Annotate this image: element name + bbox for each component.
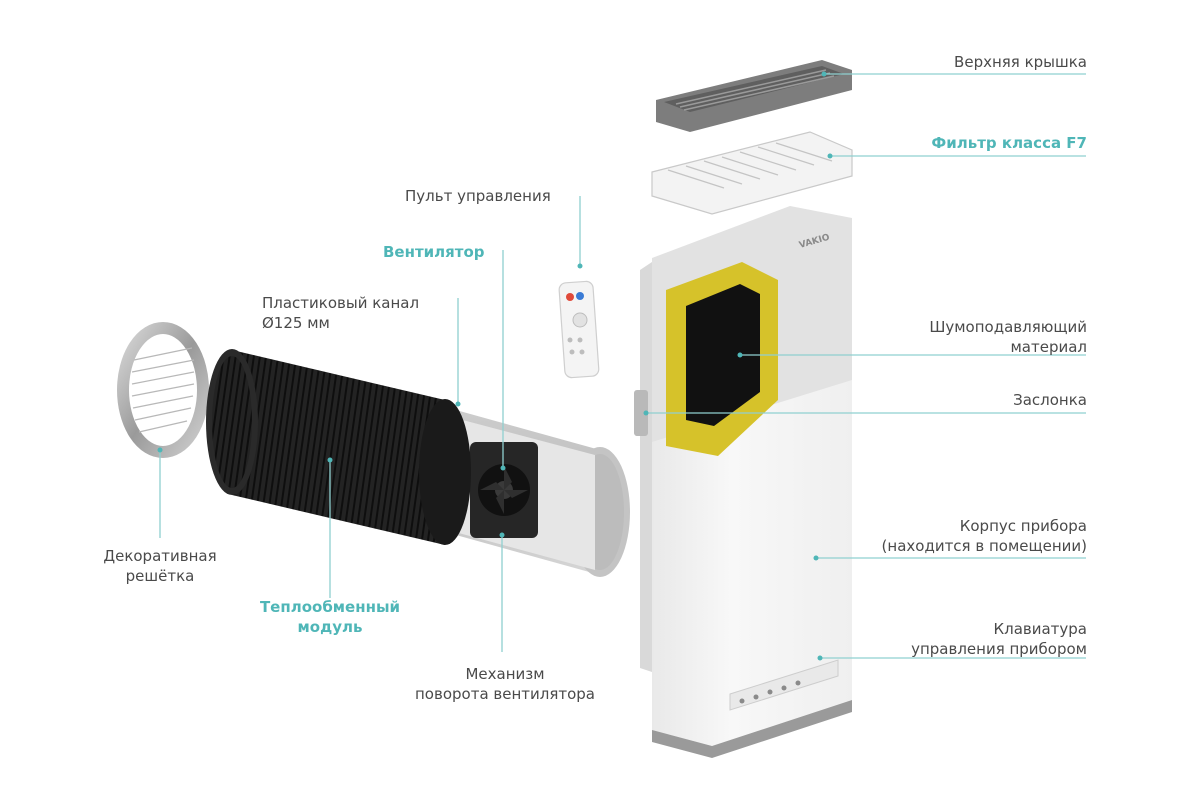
decorative-grille: [117, 322, 209, 458]
filter: [651, 131, 853, 215]
label-fan: Вентилятор: [383, 243, 485, 261]
label-decor-grille: Декоративная решётка: [103, 547, 217, 585]
label-top-cover: Верхняя крышка: [954, 53, 1087, 71]
label-rotation-mech: Механизм поворота вентилятора: [415, 665, 595, 703]
damper: [634, 390, 648, 436]
label-damper: Заслонка: [1013, 391, 1087, 409]
remote-control: [558, 280, 600, 379]
duct-assembly: [206, 349, 630, 577]
main-housing: [634, 206, 852, 758]
label-remote: Пульт управления: [405, 187, 551, 205]
top-cover: [656, 60, 852, 132]
label-heat-module: Теплообменный модуль: [259, 598, 401, 636]
leader-lines: [159, 73, 1086, 659]
label-housing: Корпус прибора (находится в помещении): [881, 517, 1087, 555]
label-duct: Пластиковый канал Ø125 мм: [262, 294, 420, 332]
label-noise-material: Шумоподавляющий материал: [929, 318, 1087, 356]
leader-dots: [157, 71, 833, 661]
label-keypad: Клавиатура управления прибором: [911, 620, 1087, 658]
fan: [470, 442, 538, 538]
label-filter: Фильтр класса F7: [931, 134, 1087, 152]
